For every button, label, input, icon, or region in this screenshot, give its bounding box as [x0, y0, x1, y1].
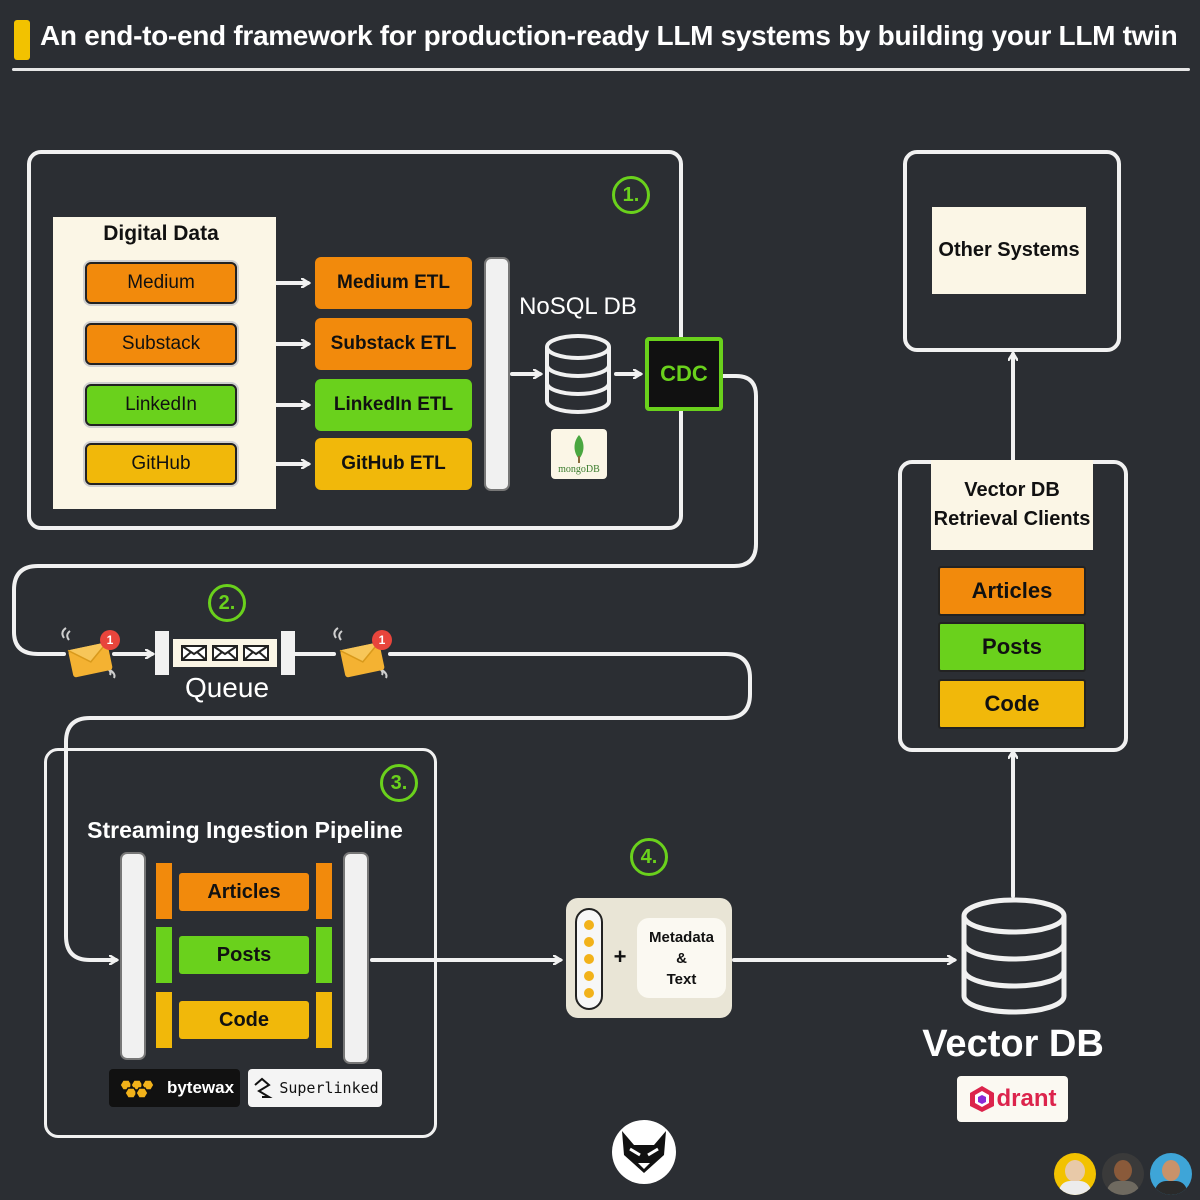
- source-substack: Substack: [85, 323, 237, 365]
- vector-dot: [584, 971, 594, 981]
- mongodb-logo: mongoDB: [551, 429, 607, 479]
- mongodb-leaf-icon: [574, 434, 584, 463]
- queue-envelope-icon: [242, 645, 269, 661]
- pipeline-chip-posts: Posts: [179, 936, 309, 974]
- cdc-block: CDC: [645, 337, 723, 411]
- step-3-badge: 3.: [380, 764, 418, 802]
- ingestion-pipeline-frame: [44, 748, 437, 1138]
- posts-stripe-right: [316, 927, 332, 983]
- envelope-icon: [61, 627, 116, 679]
- queue-envelope-icon: [181, 645, 208, 661]
- notification-badge: 1: [100, 630, 120, 650]
- text-line: Text: [666, 970, 697, 988]
- pipeline-chip-code: Code: [179, 1001, 309, 1039]
- notification-badge: 1: [372, 630, 392, 650]
- vector-dot: [584, 988, 594, 998]
- pipeline-input-bar: [120, 852, 146, 1060]
- pipeline-chip-articles: Articles: [179, 873, 309, 911]
- vector-dot: [584, 937, 594, 947]
- queue-label: Queue: [184, 672, 270, 703]
- queue-right-cap: [281, 631, 295, 675]
- source-linkedin: LinkedIn: [85, 384, 237, 426]
- qdrant-label: drant: [996, 1085, 1057, 1112]
- plus-sign: +: [613, 944, 627, 969]
- code-stripe-left: [156, 992, 172, 1048]
- source-github: GitHub: [85, 443, 237, 485]
- etl-medium: Medium ETL: [315, 257, 472, 309]
- queue-block: [155, 631, 295, 675]
- metadata-line: Metadata: [648, 928, 715, 946]
- author-avatar: [1054, 1153, 1096, 1195]
- queue-envelope-icon: [211, 645, 238, 661]
- other-systems-box: Other Systems: [932, 207, 1086, 294]
- client-chip-code: Code: [938, 679, 1086, 729]
- title-divider: [12, 68, 1190, 71]
- metadata-text-block: Metadata & Text: [637, 918, 726, 998]
- posts-stripe-left: [156, 927, 172, 983]
- other-systems-frame: [903, 150, 1121, 352]
- wire-cdc-to-queue: [12, 374, 758, 656]
- vector-dot: [584, 920, 594, 930]
- page-title: An end-to-end framework for production-r…: [40, 20, 1178, 51]
- articles-stripe-right: [316, 863, 332, 919]
- step-4-badge: 4.: [630, 838, 668, 876]
- queue-messages: [173, 639, 277, 667]
- vector-db-label: Vector DB: [922, 1023, 1104, 1065]
- queue-left-cap: [155, 631, 169, 675]
- digital-data-title: Digital Data: [103, 222, 219, 245]
- retrieval-title-line1: Vector DB: [964, 479, 1060, 501]
- title-accent: [14, 20, 30, 60]
- mongodb-label: mongoDB: [558, 463, 600, 475]
- step-1-badge: 1.: [612, 176, 650, 214]
- etl-github: GitHub ETL: [315, 438, 472, 490]
- envelope-icon: [333, 627, 388, 679]
- wire-queue-to-pipeline: [64, 652, 752, 960]
- superlinked-icon: [254, 1077, 273, 1098]
- qdrant-icon: [969, 1086, 994, 1112]
- superlinked-label: Superlinked: [279, 1079, 379, 1097]
- vector-db-icon: [961, 897, 1067, 1015]
- source-medium: Medium: [85, 262, 237, 304]
- etl-linkedin: LinkedIn ETL: [315, 379, 472, 431]
- etl-collector-bar: [484, 257, 510, 491]
- bytewax-hex-icon: [119, 1079, 155, 1099]
- bytewax-label: bytewax: [166, 1078, 235, 1097]
- author-avatar: [1102, 1153, 1144, 1195]
- client-chip-posts: Posts: [938, 622, 1086, 672]
- etl-substack: Substack ETL: [315, 318, 472, 370]
- database-icon: [545, 334, 611, 414]
- retrieval-title-line2: Retrieval Clients: [933, 508, 1091, 530]
- ampersand-line: &: [676, 949, 687, 967]
- nosql-db-label: NoSQL DB: [519, 293, 637, 320]
- wolf-head-icon: [622, 1131, 666, 1173]
- bytewax-logo: bytewax: [109, 1069, 240, 1107]
- qdrant-logo: drant: [957, 1076, 1068, 1122]
- retrieval-clients-title: Vector DB Retrieval Clients: [931, 460, 1093, 550]
- pipeline-title: Streaming Ingestion Pipeline: [87, 817, 403, 843]
- vector-dot: [584, 954, 594, 964]
- superlinked-logo: Superlinked: [248, 1069, 382, 1107]
- client-chip-articles: Articles: [938, 566, 1086, 616]
- code-stripe-right: [316, 992, 332, 1048]
- embedding-vector: [575, 908, 603, 1010]
- articles-stripe-left: [156, 863, 172, 919]
- pipeline-output-bar: [343, 852, 369, 1064]
- step-2-badge: 2.: [208, 584, 246, 622]
- wolf-logo-icon: [612, 1120, 676, 1184]
- author-avatar: [1150, 1153, 1192, 1195]
